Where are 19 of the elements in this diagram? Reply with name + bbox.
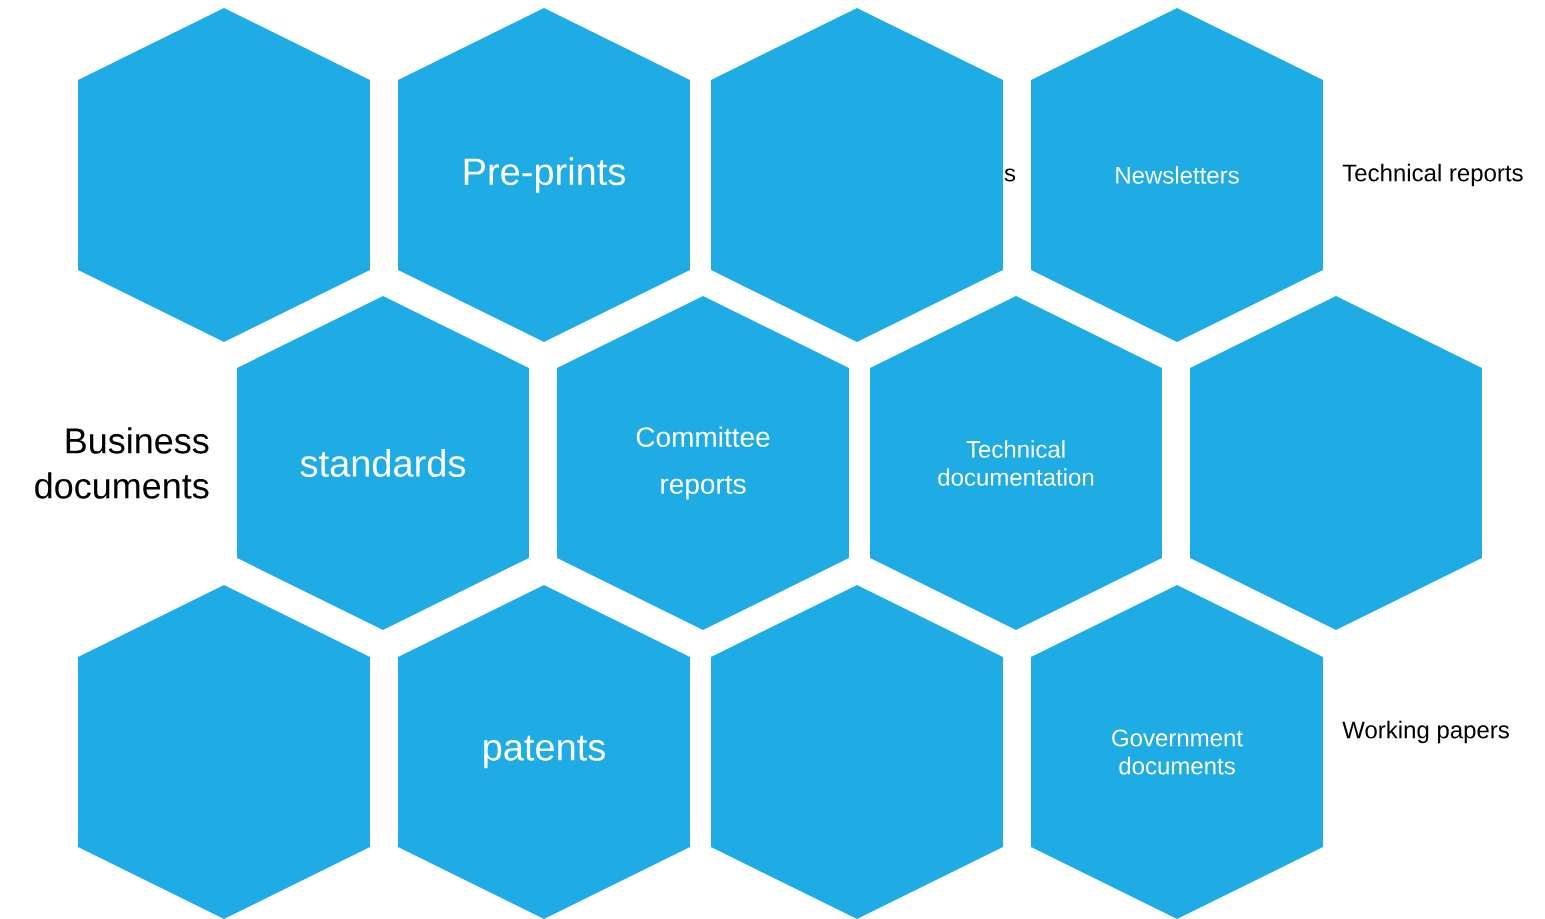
node-label: Committee reports	[636, 426, 770, 500]
label-text: Business documents	[35, 427, 209, 499]
node-label: Pre-prints	[464, 157, 625, 193]
node-label: Newsletters	[1116, 166, 1239, 184]
hexagon-tile: Government documents	[1031, 585, 1323, 919]
hexagon-tile	[711, 585, 1003, 919]
hexagon-tile: standards	[237, 296, 529, 630]
hexagon-tile	[711, 8, 1003, 342]
label-text: s	[1004, 168, 1016, 182]
hexagon-tile: patents	[398, 585, 690, 919]
hexagon-tile: Technical documentation	[870, 296, 1162, 630]
node-label: standards	[300, 449, 466, 477]
hexagon-tile: Newsletters	[1031, 8, 1323, 342]
hexagon-tile: Pre-prints	[398, 8, 690, 342]
hexagon-tile: Committee reports	[557, 296, 849, 630]
hexagon-tile	[78, 8, 370, 342]
hexagon-tile	[1190, 296, 1482, 630]
node-label: Technical documentation	[938, 440, 1094, 486]
hexagon-tile	[78, 585, 370, 919]
